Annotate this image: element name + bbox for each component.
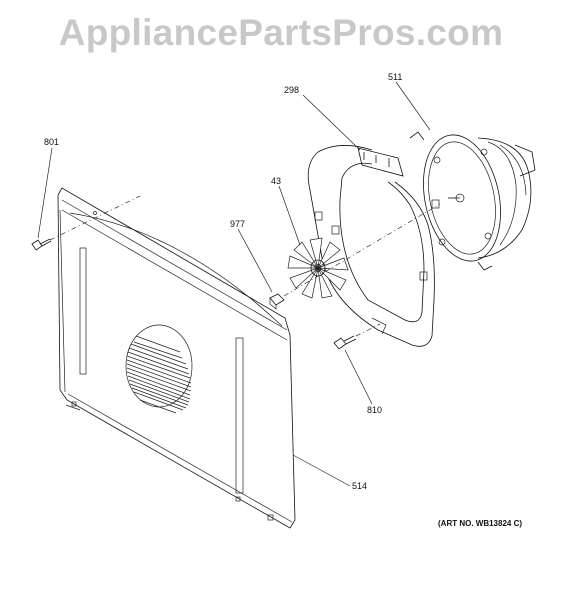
centerline-810 bbox=[355, 323, 381, 337]
centerline-shaft bbox=[283, 203, 441, 297]
centerline-801 bbox=[49, 195, 141, 241]
callout-298: 298 bbox=[284, 85, 299, 95]
screw-801[interactable] bbox=[31, 238, 52, 251]
callout-977: 977 bbox=[230, 219, 245, 229]
leader-lines bbox=[37, 81, 431, 487]
watermark: AppliancePartsPros.com bbox=[58, 12, 504, 53]
back-panel-514[interactable] bbox=[57, 187, 296, 529]
convection-motor-511[interactable] bbox=[409, 128, 536, 271]
callout-801: 801 bbox=[44, 137, 59, 147]
art-number: (ART NO. WB13824 C) bbox=[438, 519, 522, 528]
callout-514: 514 bbox=[352, 481, 367, 491]
screw-810[interactable] bbox=[333, 335, 357, 350]
vent-grille bbox=[125, 324, 193, 414]
callout-511: 511 bbox=[388, 72, 402, 82]
callout-43: 43 bbox=[271, 176, 281, 186]
heating-element-298[interactable] bbox=[307, 145, 440, 347]
fan-blade-43[interactable] bbox=[287, 237, 349, 299]
nut-977[interactable] bbox=[269, 293, 285, 310]
callout-810: 810 bbox=[367, 405, 382, 415]
